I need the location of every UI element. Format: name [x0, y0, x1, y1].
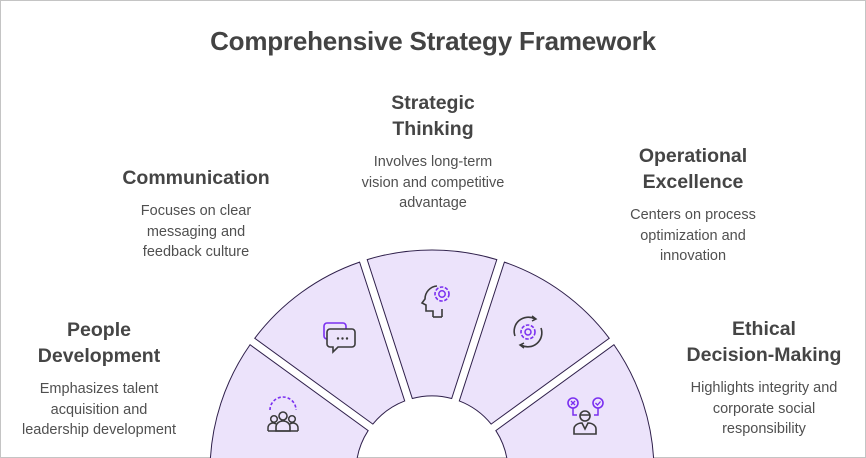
gear-cycle-icon [513, 315, 543, 349]
description: Emphasizes talent acquisition and leader… [5, 379, 193, 441]
label-communication: Communication Focuses on clear messaging… [100, 165, 292, 263]
description-line: Involves long-term [373, 154, 493, 170]
description-line: acquisition and [50, 401, 148, 418]
description-line: responsibility [722, 421, 806, 437]
description-line: feedback culture [142, 244, 250, 260]
description-line: Centers on process [630, 207, 756, 223]
segment-people [209, 344, 369, 458]
chat-bubbles-icon [323, 322, 356, 354]
label-people-development: People Development Emphasizes talent acq… [5, 317, 193, 441]
description-line: Highlights integrity and [690, 380, 838, 396]
description-line: advantage [399, 195, 467, 211]
label-operational-excellence: Operational Excellence Centers on proces… [595, 143, 791, 267]
heading-line: Excellence [642, 171, 744, 193]
description: Focuses on clear messaging and feedback … [100, 201, 292, 263]
heading-line: Ethical [732, 318, 796, 340]
description-line: corporate social [712, 400, 816, 417]
heading-line: Communication [122, 167, 270, 189]
description-line: optimization and [640, 227, 746, 244]
team-gear-icon [267, 396, 299, 432]
label-strategic-thinking: Strategic Thinking Involves long-term vi… [335, 90, 531, 214]
segment-strategic [366, 249, 498, 400]
description-line: vision and competitive [361, 174, 505, 191]
heading-line: Decision-Making [686, 344, 842, 366]
description: Highlights integrity and corporate socia… [668, 378, 860, 440]
description-line: leadership development [22, 422, 176, 438]
description-line: messaging and [146, 223, 246, 240]
heading-line: Thinking [392, 118, 474, 140]
heading-line: People [67, 319, 131, 341]
description-line: innovation [659, 248, 727, 264]
heading-line: Strategic [391, 92, 475, 114]
heading-line: Operational [638, 145, 748, 167]
heading-line: Development [37, 345, 161, 367]
diagram-title: Comprehensive Strategy Framework [210, 26, 656, 56]
label-ethical-decision-making: Ethical Decision-Making Highlights integ… [668, 316, 860, 440]
description-line: Focuses on clear [140, 203, 252, 219]
head-gear-icon [420, 285, 450, 318]
description: Centers on process optimization and inno… [595, 205, 791, 267]
person-decision-icon [567, 397, 604, 435]
description-line: Emphasizes talent [39, 381, 159, 397]
description: Involves long-term vision and competitiv… [335, 152, 531, 214]
segment-operational [458, 261, 610, 425]
